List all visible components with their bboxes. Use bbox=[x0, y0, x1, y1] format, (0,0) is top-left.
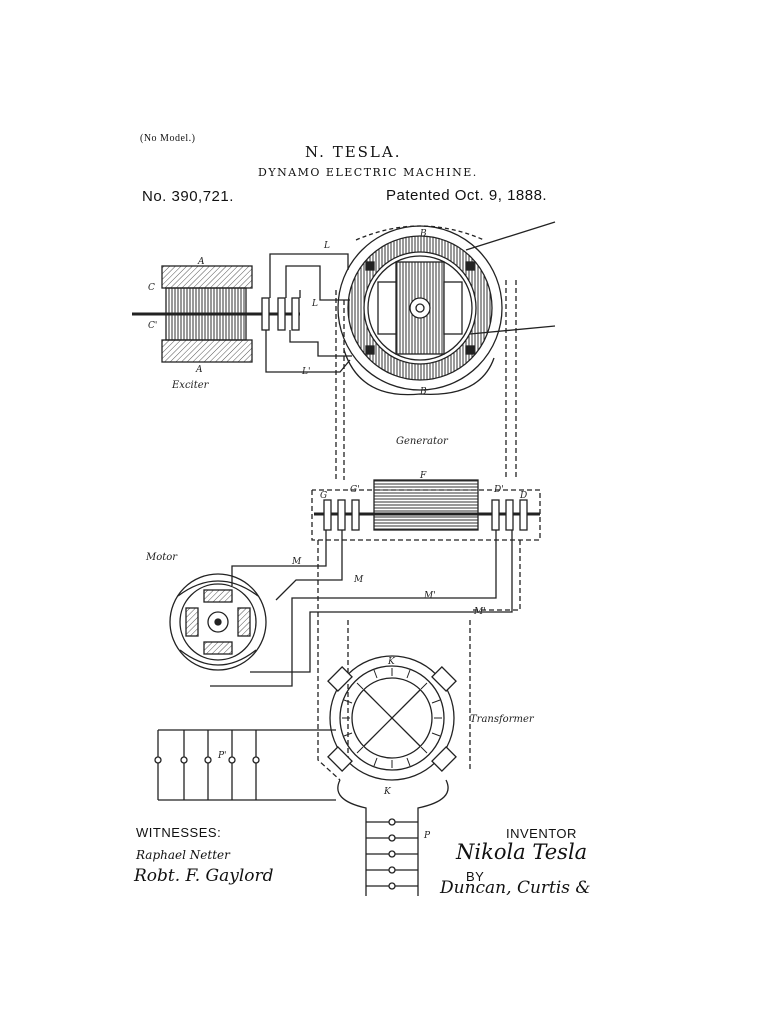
inventor-header: N. TESLA. bbox=[305, 143, 402, 161]
patent-number: No. 390,721. bbox=[142, 188, 234, 205]
motor-label: Motor bbox=[145, 552, 178, 563]
attorneys-signature: Duncan, Curtis & bbox=[440, 878, 591, 898]
part-label-L-prime: L' bbox=[301, 367, 310, 377]
part-label-G: G bbox=[320, 491, 327, 501]
exciter-frame-bottom bbox=[161, 339, 253, 363]
witnesses-label: WITNESSES: bbox=[136, 825, 222, 840]
machine-armature bbox=[373, 479, 479, 531]
part-label-L: L bbox=[323, 241, 330, 251]
part-label-D: D bbox=[519, 491, 527, 501]
transformer-drawing bbox=[327, 655, 457, 781]
part-label-K-lower: K bbox=[383, 787, 392, 797]
part-label-M-mid: M bbox=[353, 575, 364, 585]
generator-label: Generator bbox=[396, 436, 449, 447]
part-label-C-prime: C' bbox=[148, 321, 157, 331]
by-label: BY bbox=[466, 869, 485, 884]
part-label-A-lower: A bbox=[195, 365, 203, 375]
part-label-M: M bbox=[291, 557, 302, 567]
part-label-K: K bbox=[387, 657, 396, 667]
part-label-C: C bbox=[148, 283, 155, 293]
witness-signature-2: Robt. F. Gaylord bbox=[134, 866, 274, 886]
patent-title: DYNAMO ELECTRIC MACHINE. bbox=[258, 166, 478, 179]
part-label-G-prime: G' bbox=[350, 485, 360, 495]
part-label-L-mid: L bbox=[311, 299, 318, 309]
part-label-P: P bbox=[423, 831, 431, 841]
no-model-note: (No Model.) bbox=[140, 133, 196, 144]
generator-drawing bbox=[337, 221, 556, 396]
part-label-F: F bbox=[419, 471, 427, 481]
witness-signature-1: Raphael Netter bbox=[136, 848, 230, 862]
lamp-circuit-left bbox=[154, 729, 336, 801]
exciter-frame-top bbox=[161, 265, 253, 289]
part-label-M-prime: M' bbox=[423, 591, 436, 601]
part-label-P-prime: P' bbox=[217, 751, 227, 761]
exciter-drawing bbox=[132, 253, 352, 373]
exciter-label: Exciter bbox=[171, 380, 210, 391]
part-label-B: B bbox=[419, 229, 427, 239]
motor-feed-lines bbox=[210, 530, 513, 687]
part-label-D-prime: D' bbox=[493, 485, 504, 495]
patent-date: Patented Oct. 9, 1888. bbox=[386, 187, 548, 204]
inventor-signature: Nikola Tesla bbox=[456, 840, 588, 864]
central-machine-drawing bbox=[314, 479, 540, 531]
inventor-label: INVENTOR bbox=[506, 826, 577, 841]
part-label-B-lower: B bbox=[419, 387, 427, 397]
motor-drawing bbox=[169, 573, 267, 671]
transformer-label: Transformer bbox=[470, 714, 535, 725]
lamp-circuit-bottom bbox=[337, 779, 449, 896]
part-label-M-prime-lower: M' bbox=[473, 607, 486, 617]
part-label-A: A bbox=[197, 257, 205, 267]
